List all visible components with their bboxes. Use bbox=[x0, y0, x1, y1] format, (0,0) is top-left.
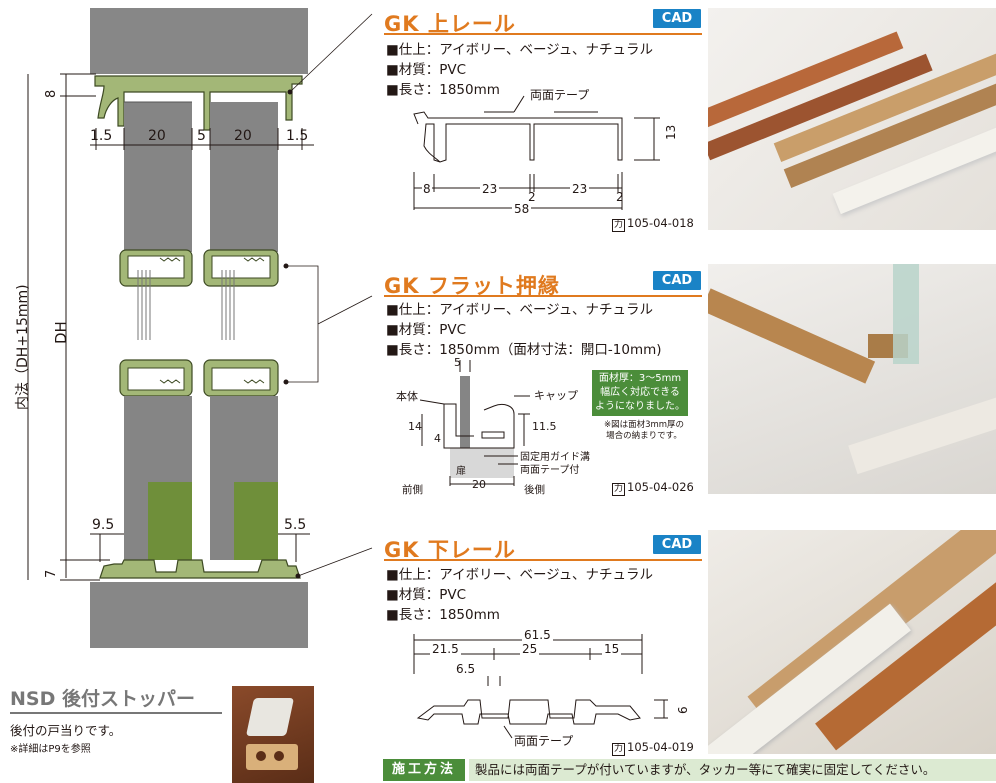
spec-material: ■材質：PVC bbox=[386, 322, 467, 338]
section1-rule bbox=[384, 33, 702, 35]
s3-tape-label: 両面テープ bbox=[514, 734, 574, 748]
stopper-title: NSD 後付ストッパー bbox=[10, 688, 195, 710]
dim-5: 5 bbox=[197, 128, 206, 144]
spec-finish: ■仕上：アイボリー、ベージュ、ナチュラル bbox=[386, 302, 653, 318]
s2-w20: 20 bbox=[472, 478, 486, 491]
s2-tape-label: 両面テープ付 bbox=[520, 465, 580, 476]
small-note: ※図は面材3mm厚の 場合の納まりです。 bbox=[594, 420, 694, 442]
s2-h14: 14 bbox=[408, 420, 422, 433]
s1-dim-2b: 2 bbox=[616, 190, 624, 204]
dim-20-left: 20 bbox=[148, 128, 166, 144]
section1-code-text: 105-04-018 bbox=[627, 216, 694, 230]
stopper-underline bbox=[10, 712, 222, 714]
section3-code-text: 105-04-019 bbox=[627, 740, 694, 754]
section1-photo bbox=[708, 8, 996, 230]
dh-label: DH bbox=[52, 321, 70, 344]
cad-code-icon: 力 bbox=[612, 743, 625, 756]
s1-dim-23a: 23 bbox=[480, 182, 500, 196]
dim-9-5: 9.5 bbox=[92, 517, 115, 533]
cad-code-icon: 力 bbox=[612, 483, 625, 496]
method-tag: 施工方法 bbox=[383, 759, 465, 781]
s1-dim-2a: 2 bbox=[528, 190, 536, 204]
s2-body-label: 本体 bbox=[396, 390, 418, 403]
dim-5-5: 5.5 bbox=[284, 517, 307, 533]
section1-specs: ■仕上：アイボリー、ベージュ、ナチュラル ■材質：PVC ■長さ：1850mm bbox=[386, 40, 653, 100]
small-note-line2: 場合の納まりです。 bbox=[606, 431, 682, 441]
spec-material: ■材質：PVC bbox=[386, 62, 467, 78]
s2-front-label: 前側 bbox=[402, 484, 423, 496]
section3-cad-badge[interactable]: CAD bbox=[653, 535, 701, 554]
spec-length: ■長さ：1850mm bbox=[386, 607, 500, 623]
section2-code-text: 105-04-026 bbox=[627, 480, 694, 494]
method-text: 製品には両面テープが付いていますが、タッカー等にて確実に固定してください。 bbox=[469, 759, 996, 781]
thickness-note-line2: 幅広く対応できる bbox=[600, 387, 680, 398]
section3-title: GK 下レール bbox=[384, 538, 516, 562]
dim-7: 7 bbox=[44, 569, 59, 578]
s3-dim-21-5: 21.5 bbox=[430, 642, 461, 656]
spec-material: ■材質：PVC bbox=[386, 587, 467, 603]
inner-dim-label: 内法（DH+15mm) bbox=[15, 284, 31, 410]
upper-rail-drawing bbox=[413, 95, 660, 210]
dim-top-label: 8 bbox=[44, 89, 59, 98]
spec-finish: ■仕上：アイボリー、ベージュ、ナチュラル bbox=[386, 567, 653, 583]
s3-dim-15: 15 bbox=[602, 642, 622, 656]
dim-1-5-right: 1.5 bbox=[286, 128, 309, 144]
section2-rule bbox=[384, 295, 702, 297]
section2-title: GK フラット押縁 bbox=[384, 274, 560, 298]
section3-rule bbox=[384, 559, 702, 561]
thickness-note-line3: ようになりました。 bbox=[595, 401, 685, 412]
s1-dim-23b: 23 bbox=[570, 182, 590, 196]
s2-door-label: 扉 bbox=[456, 466, 466, 477]
rail-section-diagram bbox=[27, 8, 373, 648]
stopper-photo bbox=[232, 686, 314, 783]
flat-push-drawing bbox=[419, 360, 530, 486]
s2-w5: 5 bbox=[454, 356, 461, 369]
section2-specs: ■仕上：アイボリー、ベージュ、ナチュラル ■材質：PVC ■長さ：1850mm（… bbox=[386, 300, 662, 360]
dim-1-5-left: 1.5 bbox=[90, 128, 113, 144]
s1-height: 13 bbox=[664, 124, 678, 140]
cad-code-icon: 力 bbox=[612, 219, 625, 232]
s3-dim-6-5: 6.5 bbox=[456, 662, 476, 676]
s2-back-label: 後側 bbox=[524, 484, 545, 496]
dim-20-right: 20 bbox=[234, 128, 252, 144]
s2-h11-5: 11.5 bbox=[532, 420, 557, 433]
section1-title: GK 上レール bbox=[384, 12, 516, 36]
spec-length: ■長さ：1850mm（面材寸法：開口-10mm) bbox=[386, 342, 662, 358]
s2-d4: 4 bbox=[434, 432, 441, 445]
installation-method-bar: 施工方法 製品には両面テープが付いていますが、タッカー等にて確実に固定してくださ… bbox=[383, 759, 996, 781]
s2-cap-label: キャップ bbox=[534, 389, 578, 402]
small-note-line1: ※図は面材3mm厚の bbox=[603, 420, 685, 430]
section2-photo bbox=[708, 264, 996, 494]
stopper-desc: 後付の戸当りです。 bbox=[10, 723, 122, 738]
s1-total: 58 bbox=[512, 202, 532, 216]
section3-photo bbox=[708, 530, 996, 754]
spec-length: ■長さ：1850mm bbox=[386, 82, 500, 98]
thickness-note: 面材厚：3～5mm 幅広く対応できる ようになりました。 bbox=[592, 370, 688, 416]
s1-tape-label: 両面テープ bbox=[530, 88, 590, 102]
s3-dim-25: 25 bbox=[520, 642, 540, 656]
section2-cad-badge[interactable]: CAD bbox=[653, 271, 701, 290]
s3-total: 61.5 bbox=[522, 628, 553, 642]
section3-specs: ■仕上：アイボリー、ベージュ、ナチュラル ■材質：PVC ■長さ：1850mm bbox=[386, 565, 653, 625]
s1-dim-8: 8 bbox=[422, 182, 432, 196]
stopper-note: ※詳細はP9を参照 bbox=[10, 744, 91, 755]
s3-height: 6 bbox=[676, 706, 690, 714]
s2-guide-label: 固定用ガイド溝 bbox=[520, 452, 590, 463]
thickness-note-line1: 面材厚：3～5mm bbox=[598, 373, 682, 384]
spec-finish: ■仕上：アイボリー、ベージュ、ナチュラル bbox=[386, 42, 653, 58]
section1-cad-badge[interactable]: CAD bbox=[653, 9, 701, 28]
